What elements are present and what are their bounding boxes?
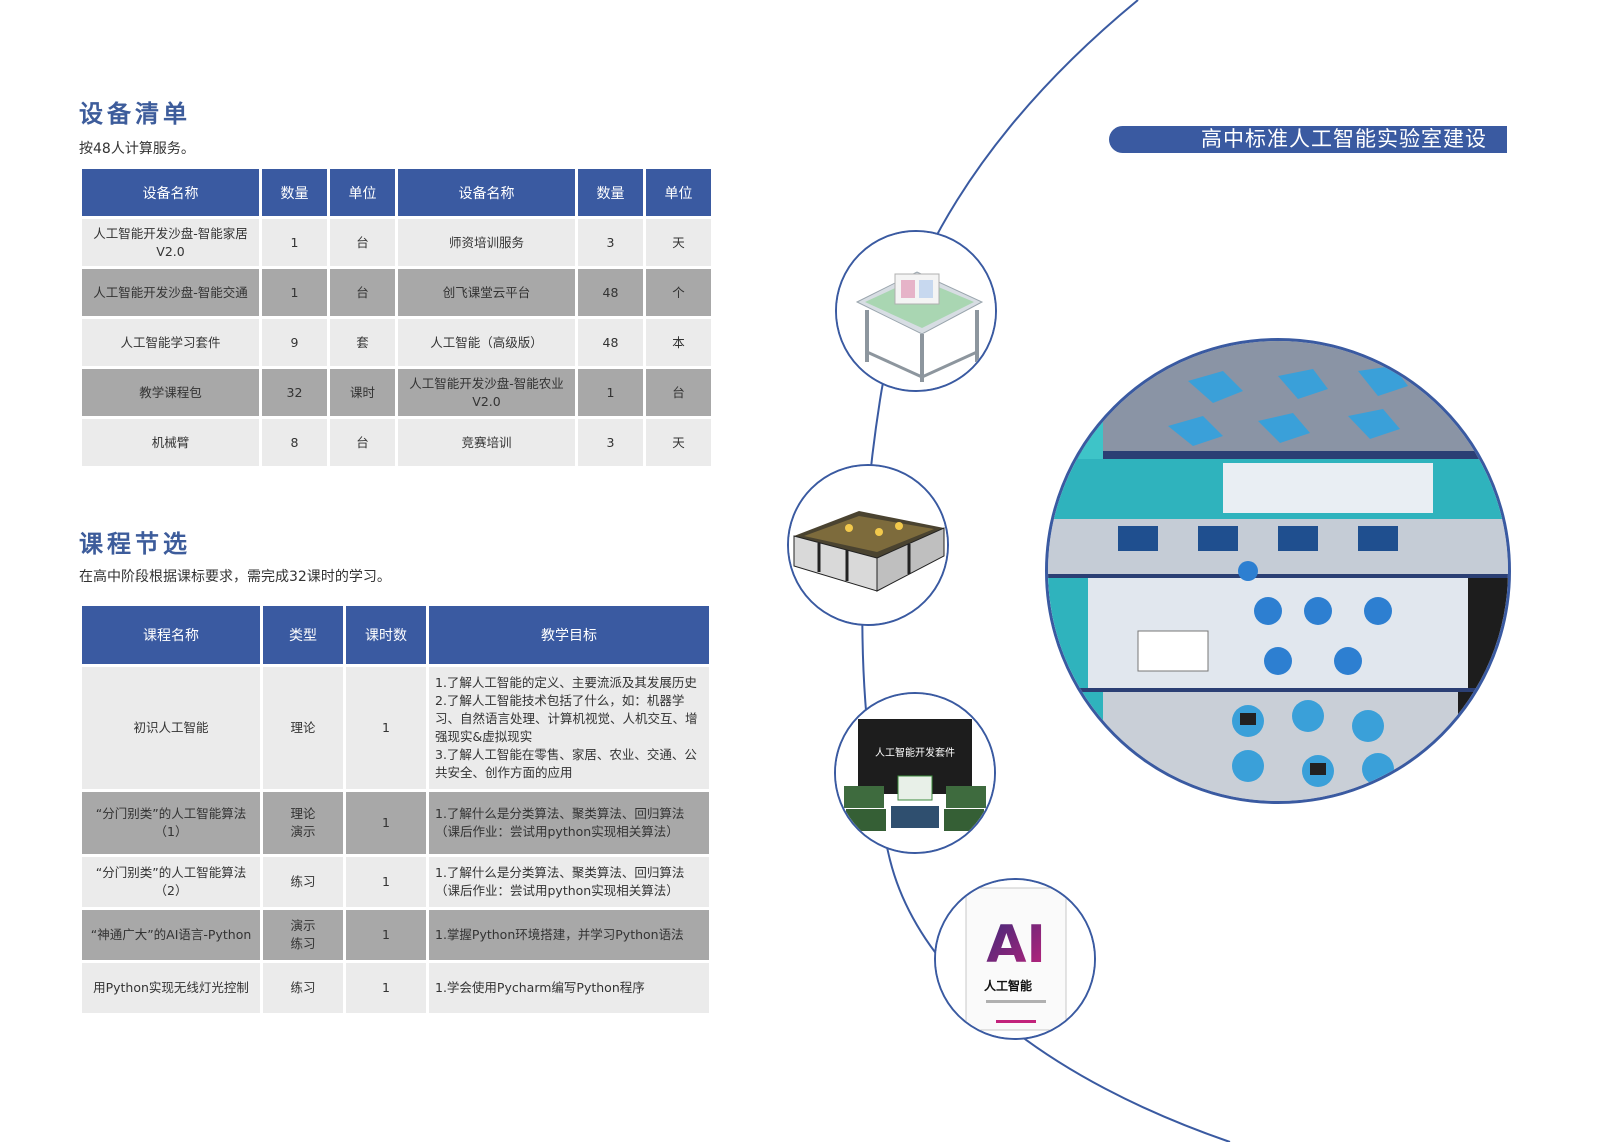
cell: 理论 [263, 667, 343, 789]
table-row: 教学课程包 32 课时 人工智能开发沙盘-智能农业V2.0 1 台 [82, 369, 711, 416]
cell: 1.掌握Python环境搭建，并学习Python语法 [429, 910, 709, 960]
cell: 1 [346, 667, 426, 789]
ai-book-image: AI 人工智能 [934, 878, 1096, 1040]
table-row: “神通广大”的AI语言-Python 演示 练习 1 1.掌握Python环境搭… [82, 910, 709, 960]
col-device-name-2: 设备名称 [398, 169, 575, 216]
cell: 1.了解什么是分类算法、聚类算法、回归算法 （课后作业：尝试用python实现相… [429, 792, 709, 854]
sandbox-home-image [835, 230, 997, 392]
table-row: 初识人工智能 理论 1 1.了解人工智能的定义、主要流派及其发展历史 2.了解人… [82, 667, 709, 789]
cell: 人工智能开发沙盘-智能家居V2.0 [82, 219, 259, 266]
cell: 1.学会使用Pycharm编写Python程序 [429, 963, 709, 1013]
cell: 人工智能开发沙盘-智能农业V2.0 [398, 369, 575, 416]
table-row: 人工智能开发沙盘-智能家居V2.0 1 台 师资培训服务 3 天 [82, 219, 711, 266]
col-unit: 单位 [330, 169, 395, 216]
cell: 竞赛培训 [398, 419, 575, 466]
cell: 3 [578, 419, 643, 466]
equipment-title: 设备清单 [79, 100, 191, 128]
col-goal: 教学目标 [429, 606, 709, 664]
cell: 8 [262, 419, 327, 466]
cell: 1.了解人工智能的定义、主要流派及其发展历史 2.了解人工智能技术包括了什么，如… [429, 667, 709, 789]
courses-table: 课程名称 类型 课时数 教学目标 初识人工智能 理论 1 1.了解人工智能的定义… [79, 603, 712, 1016]
cell: 本 [646, 319, 711, 366]
equipment-header-row: 设备名称 数量 单位 设备名称 数量 单位 [82, 169, 711, 216]
cell: 1 [262, 219, 327, 266]
cell: 48 [578, 269, 643, 316]
col-quantity: 数量 [262, 169, 327, 216]
col-device-name: 设备名称 [82, 169, 259, 216]
cell: 教学课程包 [82, 369, 259, 416]
cell: 天 [646, 219, 711, 266]
cell: 台 [646, 369, 711, 416]
cell: 人工智能学习套件 [82, 319, 259, 366]
cell: 台 [330, 419, 395, 466]
page-banner: 高中标准人工智能实验室建设 [1109, 126, 1507, 153]
cell: “分门别类”的人工智能算法（2） [82, 857, 260, 907]
col-hours: 课时数 [346, 606, 426, 664]
col-quantity-2: 数量 [578, 169, 643, 216]
cell: 天 [646, 419, 711, 466]
cell: 人工智能（高级版） [398, 319, 575, 366]
cell: 1 [346, 910, 426, 960]
cell: 1 [346, 857, 426, 907]
cell: 用Python实现无线灯光控制 [82, 963, 260, 1013]
cell: “分门别类”的人工智能算法（1） [82, 792, 260, 854]
col-type: 类型 [263, 606, 343, 664]
cell: 创飞课堂云平台 [398, 269, 575, 316]
cell: 人工智能开发沙盘-智能交通 [82, 269, 259, 316]
cell: 演示 练习 [263, 910, 343, 960]
cell: 师资培训服务 [398, 219, 575, 266]
cell: 台 [330, 269, 395, 316]
cell: 1 [262, 269, 327, 316]
cell: 32 [262, 369, 327, 416]
table-row: “分门别类”的人工智能算法（1） 理论 演示 1 1.了解什么是分类算法、聚类算… [82, 792, 709, 854]
courses-title: 课程节选 [79, 530, 191, 558]
cell: 1 [346, 963, 426, 1013]
cell: 台 [330, 219, 395, 266]
cell: 初识人工智能 [82, 667, 260, 789]
cell: 练习 [263, 963, 343, 1013]
courses-subtitle: 在高中阶段根据课标要求，需完成32课时的学习。 [79, 569, 391, 585]
ai-kit-image: 人工智能开发套件 [834, 692, 996, 854]
table-row: “分门别类”的人工智能算法（2） 练习 1 1.了解什么是分类算法、聚类算法、回… [82, 857, 709, 907]
cell: 套 [330, 319, 395, 366]
table-row: 机械臂 8 台 竞赛培训 3 天 [82, 419, 711, 466]
courses-header-row: 课程名称 类型 课时数 教学目标 [82, 606, 709, 664]
cell: 48 [578, 319, 643, 366]
cell: 9 [262, 319, 327, 366]
cell: 练习 [263, 857, 343, 907]
table-row: 人工智能开发沙盘-智能交通 1 台 创飞课堂云平台 48 个 [82, 269, 711, 316]
cell: 3 [578, 219, 643, 266]
cell: 机械臂 [82, 419, 259, 466]
cell: 课时 [330, 369, 395, 416]
book-title: 人工智能 [984, 978, 1032, 993]
cell: 1 [578, 369, 643, 416]
book-ai-letters: AI [986, 915, 1046, 975]
equipment-subtitle: 按48人计算服务。 [79, 141, 195, 157]
table-row: 用Python实现无线灯光控制 练习 1 1.学会使用Pycharm编写Pyth… [82, 963, 709, 1013]
col-unit-2: 单位 [646, 169, 711, 216]
cell: 个 [646, 269, 711, 316]
sandbox-traffic-image [787, 464, 949, 626]
cell: 1 [346, 792, 426, 854]
lab-rendering-image [1045, 338, 1511, 804]
col-course-name: 课程名称 [82, 606, 260, 664]
kit-label: 人工智能开发套件 [875, 746, 955, 759]
cell: 1.了解什么是分类算法、聚类算法、回归算法 （课后作业：尝试用python实现相… [429, 857, 709, 907]
cell: 理论 演示 [263, 792, 343, 854]
cell: “神通广大”的AI语言-Python [82, 910, 260, 960]
table-row: 人工智能学习套件 9 套 人工智能（高级版） 48 本 [82, 319, 711, 366]
equipment-table: 设备名称 数量 单位 设备名称 数量 单位 人工智能开发沙盘-智能家居V2.0 … [79, 166, 714, 469]
